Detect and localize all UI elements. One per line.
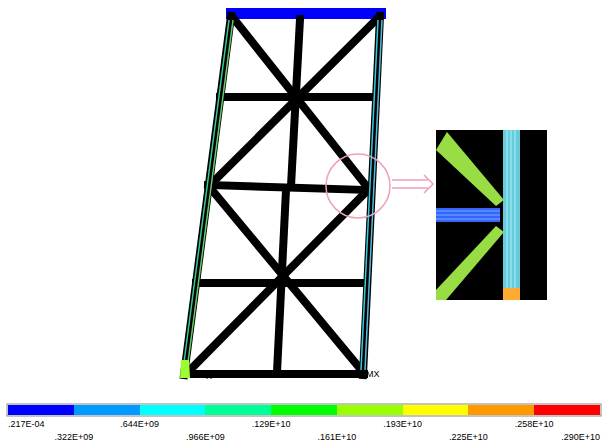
legend-value: .225E+10 (449, 432, 488, 442)
legend-swatch (534, 405, 600, 415)
legend-value: .966E+09 (186, 432, 225, 442)
legend-value: .217E-04 (8, 419, 45, 429)
zoom-arrow (392, 175, 433, 193)
column-contours (183, 20, 382, 370)
legend-swatch (271, 405, 337, 415)
min-marker (180, 360, 190, 378)
legend-swatch (8, 405, 74, 415)
legend-value: .644E+09 (120, 419, 159, 429)
top-band (226, 8, 386, 19)
max-label: MX (366, 369, 380, 379)
legend-swatch (468, 405, 534, 415)
legend-value: .258E+10 (515, 419, 554, 429)
legend-swatch (74, 405, 140, 415)
legend-value: .161E+10 (317, 432, 356, 442)
legend-value: .322E+09 (54, 432, 93, 442)
legend-swatch (140, 405, 206, 415)
frame-members (184, 16, 380, 375)
legend-value: .193E+10 (383, 419, 422, 429)
legend-value: .129E+10 (252, 419, 291, 429)
zoom-circle (326, 154, 390, 218)
legend-frame (7, 404, 601, 416)
legend-swatch (403, 405, 469, 415)
legend-swatch (205, 405, 271, 415)
legend-value: .290E+10 (561, 432, 600, 442)
legend-swatch (337, 405, 403, 415)
min-label: X (206, 371, 212, 381)
zoom-inset (436, 130, 547, 300)
